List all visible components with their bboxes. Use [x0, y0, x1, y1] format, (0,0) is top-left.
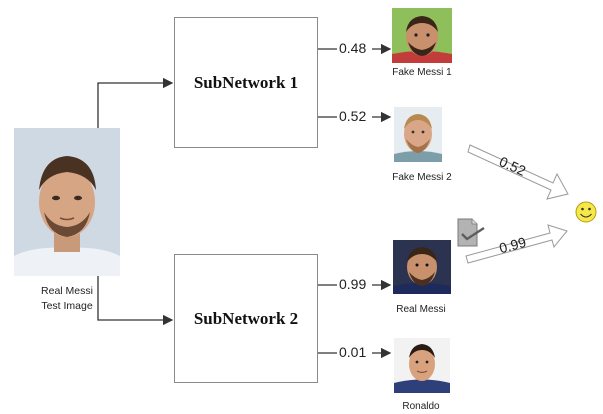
output-value-4: 0.01: [339, 344, 367, 360]
caption-real-messi: Real Messi: [396, 304, 446, 315]
thumbnail-real-messi: [393, 240, 451, 294]
input-arrow-subnet2: [97, 276, 174, 326]
output-value-2: 0.52: [339, 108, 367, 124]
test-image-caption-line2: Test Image: [41, 300, 93, 312]
test-image-real-messi: [14, 128, 120, 276]
subnetwork-1-box: SubNetwork 1: [174, 17, 318, 148]
smiley-face-icon: [575, 201, 597, 223]
thumbnail-fake-messi-2: [394, 107, 442, 162]
score-block-arrow-lower: [465, 224, 568, 264]
test-image-caption: Real Messi Test Image: [14, 284, 120, 314]
thumbnail-ronaldo: [394, 338, 450, 393]
score-block-arrow-upper: [467, 144, 569, 200]
output-value-1: 0.48: [339, 40, 367, 56]
caption-ronaldo: Ronaldo: [402, 401, 440, 412]
input-arrow-subnet1: [97, 77, 174, 128]
caption-fake-messi-2: Fake Messi 2: [392, 172, 452, 183]
output-value-3: 0.99: [339, 276, 367, 292]
thumbnail-fake-messi-1: [392, 8, 452, 63]
subnetwork-2-box: SubNetwork 2: [174, 254, 318, 383]
check-document-icon: [457, 218, 485, 247]
test-image-caption-line1: Real Messi: [41, 285, 93, 297]
caption-fake-messi-1: Fake Messi 1: [392, 67, 452, 78]
